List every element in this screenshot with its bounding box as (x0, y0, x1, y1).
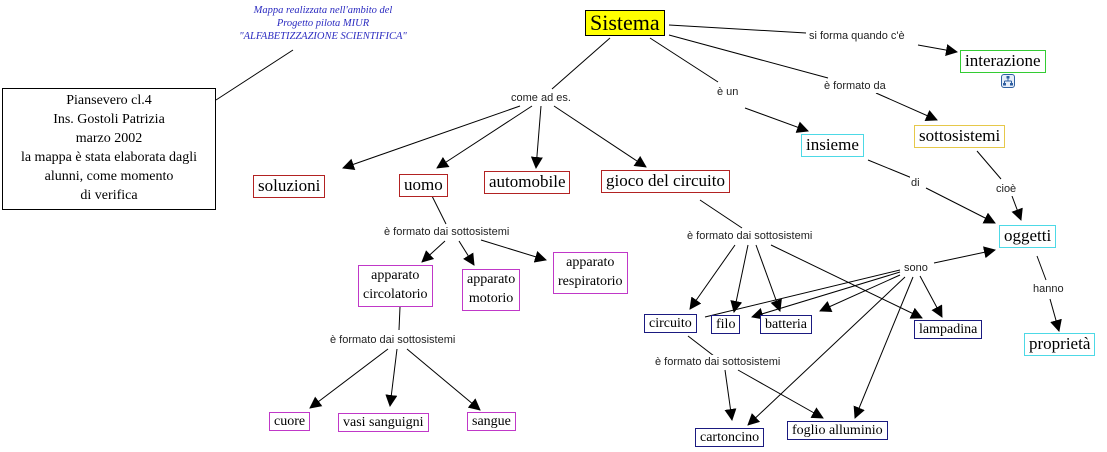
connector-arrow (770, 244, 923, 319)
connector (687, 335, 715, 357)
link-label-hanno: hanno (1032, 282, 1065, 296)
info-box: Piansevero cl.4 Ins. Gostoli Patrizia ma… (2, 88, 216, 210)
submap-hierarchy-icon[interactable] (1001, 74, 1015, 88)
connector-arrow (751, 271, 901, 320)
connector-arrow (406, 348, 481, 411)
node-proprieta[interactable]: proprietà (1024, 333, 1096, 356)
connector-arrow (689, 244, 736, 310)
node-filo[interactable]: filo (711, 315, 741, 335)
connector-arrow (385, 348, 398, 407)
connector-arrow (1049, 298, 1062, 332)
node-apparato-motorio[interactable]: apparato motorio (462, 269, 521, 311)
connector (867, 159, 913, 179)
credit-line: "ALFABETIZZAZIONE SCIENTIFICA" (239, 31, 407, 42)
info-line: marzo 2002 (75, 131, 143, 146)
connector-arrow (480, 239, 547, 263)
node-gioco-del-circuito[interactable]: gioco del circuito (601, 170, 730, 193)
connector-arrow (919, 275, 943, 318)
credit-line: Progetto pilota MIUR (276, 18, 370, 29)
connector-arrow (342, 105, 521, 171)
node-cartoncino[interactable]: cartoncino (695, 428, 765, 448)
node-vasi-sanguigni[interactable]: vasi sanguigni (338, 413, 429, 433)
connector-arrow (875, 92, 938, 122)
connector (668, 24, 807, 34)
link-label-sono: sono (903, 261, 929, 275)
connector-arrow (737, 369, 824, 419)
link-label-circolatorio-sub: è formato dai sottosistemi (329, 333, 457, 347)
node-foglio-alluminio[interactable]: foglio alluminio (787, 421, 888, 441)
connector-arrow (755, 244, 782, 312)
node-apparato-respiratorio[interactable]: apparato respiratorio (553, 252, 628, 294)
connector (431, 195, 447, 225)
node-line: respiratorio (558, 273, 623, 289)
node-sistema[interactable]: Sistema (585, 10, 665, 37)
node-sottosistemi[interactable]: sottosistemi (914, 125, 1006, 148)
link-label-uomo-sub: è formato dai sottosistemi (383, 225, 511, 239)
connector-arrow (421, 240, 446, 263)
link-label-gioco-sub: è formato dai sottosistemi (686, 229, 814, 243)
info-line: Piansevero cl.4 (66, 93, 152, 108)
node-line: circolatorio (363, 286, 428, 302)
connector (976, 150, 1002, 180)
connector-credit-info (215, 49, 294, 101)
node-batteria[interactable]: batteria (760, 315, 812, 335)
connector-arrow (553, 105, 647, 168)
link-label-circuito-sub: è formato dai sottosistemi (654, 355, 782, 369)
node-cuore[interactable]: cuore (269, 412, 311, 432)
connector (649, 37, 719, 83)
connector-arrow (1011, 195, 1023, 221)
node-line: motorio (468, 290, 514, 306)
connector (699, 199, 743, 229)
node-oggetti[interactable]: oggetti (999, 225, 1057, 248)
connector (1036, 255, 1047, 281)
node-automobile[interactable]: automobile (484, 171, 571, 194)
connector-arrow (933, 246, 996, 264)
node-uomo[interactable]: uomo (399, 174, 448, 197)
connector-arrow (853, 276, 914, 419)
info-line: Ins. Gostoli Patrizia (53, 112, 165, 127)
connector-arrow (917, 44, 958, 56)
link-label-si-forma: si forma quando c'è (808, 29, 906, 43)
node-interazione[interactable]: interazione (960, 50, 1046, 73)
credit-line: Mappa realizzata nell'ambito del (253, 5, 393, 16)
node-line: apparato (467, 272, 516, 287)
node-sangue[interactable]: sangue (467, 412, 516, 432)
connector-arrow (309, 348, 389, 409)
connector-arrow (530, 105, 543, 169)
connector (668, 34, 829, 79)
connector (704, 269, 901, 318)
link-label-formato-da: è formato da (823, 79, 887, 93)
connector-arrow (724, 369, 737, 421)
node-circuito[interactable]: circuito (644, 314, 697, 334)
connector (551, 37, 611, 90)
node-line: apparato (566, 255, 615, 270)
node-line: apparato (371, 268, 420, 283)
info-line: di verifica (80, 188, 138, 203)
connector-arrow (819, 274, 901, 312)
node-lampadina[interactable]: lampadina (914, 320, 983, 340)
connector (398, 306, 401, 331)
link-label-di: di (910, 176, 921, 190)
link-label-come-ad-es: come ad es. (510, 91, 572, 105)
connector-arrow (744, 107, 809, 133)
link-label-e-un: è un (716, 85, 740, 99)
link-label-cioe: cioè (995, 182, 1018, 196)
node-apparato-circolatorio[interactable]: apparato circolatorio (358, 265, 433, 307)
connector-arrow (436, 105, 533, 169)
connector-arrow (925, 187, 996, 224)
connector-arrow (747, 276, 906, 426)
credit-note: Mappa realizzata nell'ambito del Progett… (228, 4, 418, 43)
node-insieme[interactable]: insieme (801, 134, 864, 157)
connector-arrow (730, 244, 749, 313)
connector-arrow (458, 240, 475, 266)
node-soluzioni[interactable]: soluzioni (253, 175, 326, 198)
info-line: alunni, come momento (44, 169, 174, 184)
info-line: la mappa è stata elaborata dagli (20, 150, 198, 165)
